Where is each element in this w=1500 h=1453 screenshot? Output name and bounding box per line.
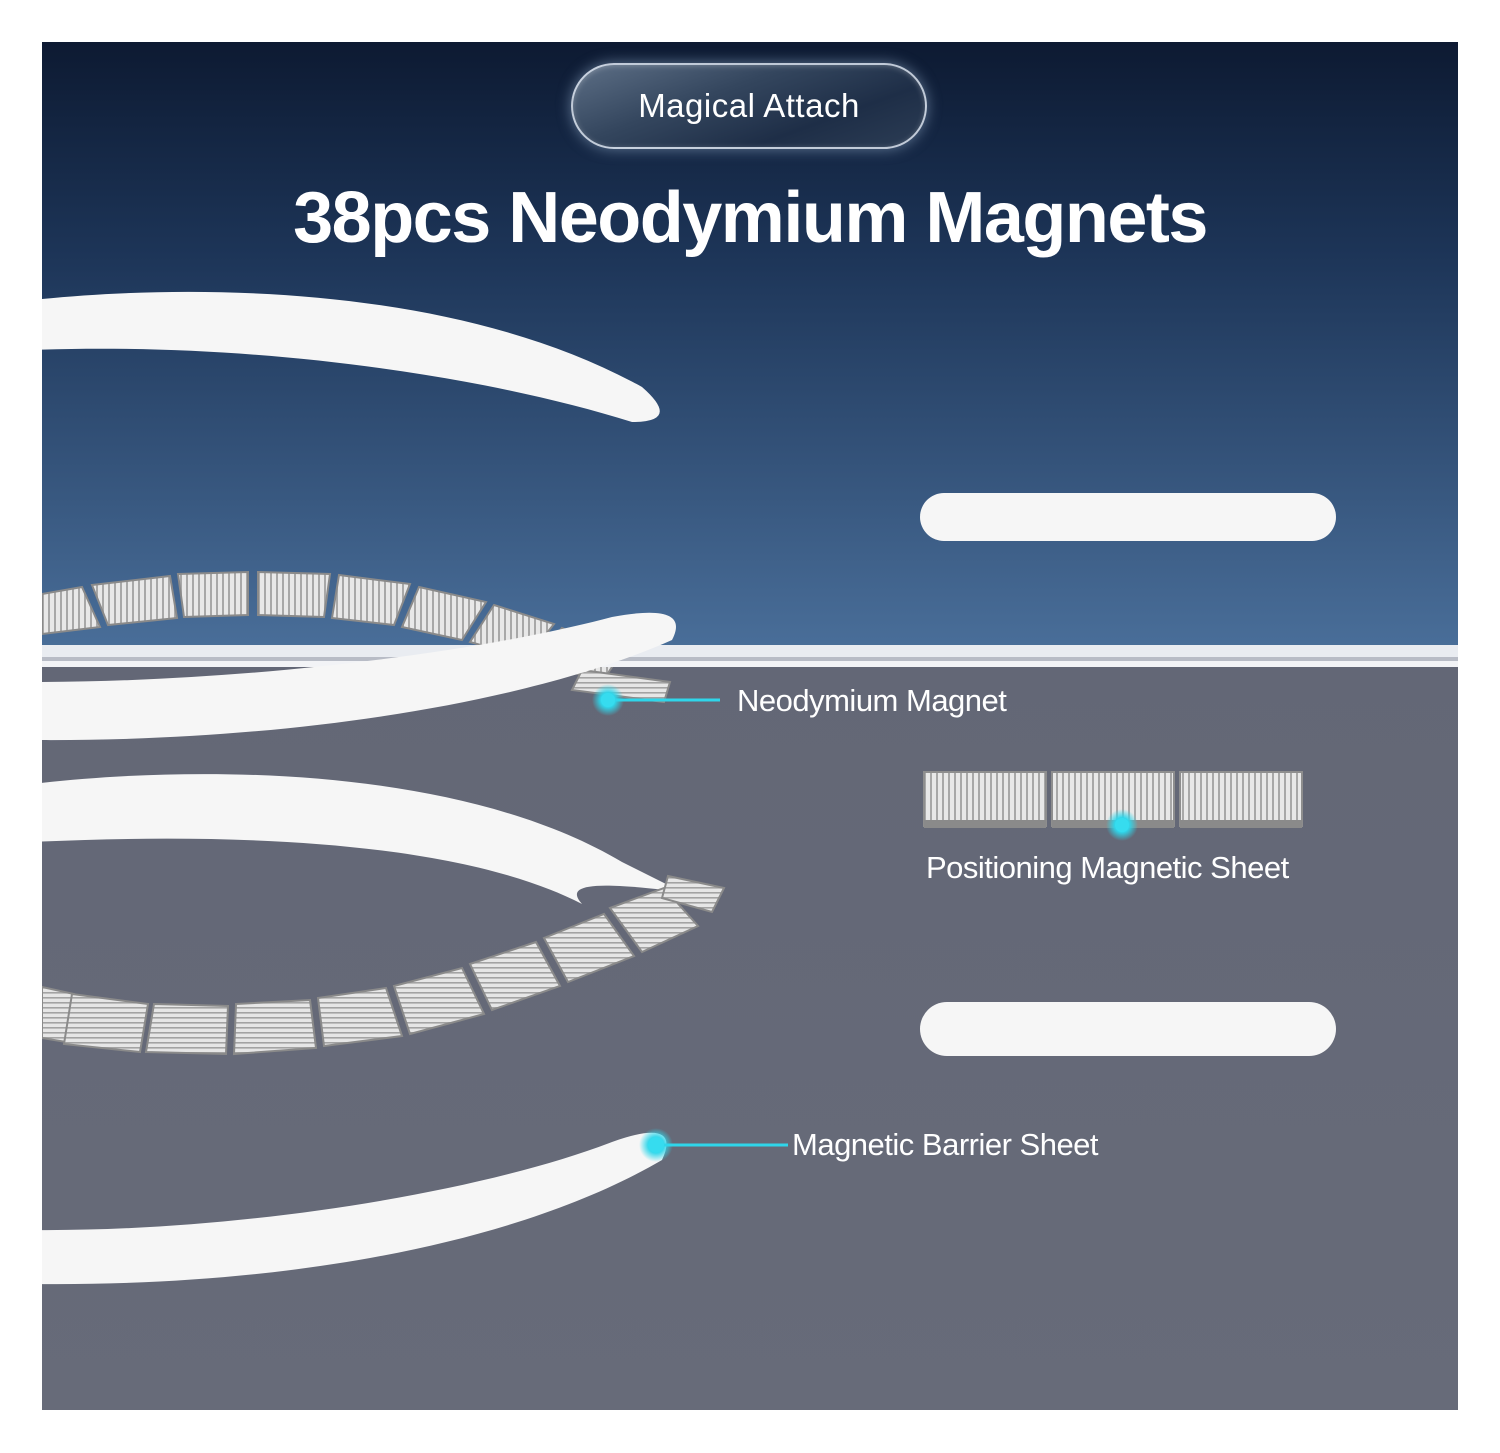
positioning-sheet-label: Positioning Magnetic Sheet [926,850,1289,885]
lower-ring-upper-arc [42,774,682,904]
top-ring-upper-arc [42,291,660,422]
lower-right-white-bar [920,1002,1336,1056]
upper-magnet-segments [42,570,672,704]
middle-ring-lower-arc [42,612,676,741]
upper-right-white-bar [920,493,1336,541]
barrier-ring-lower-arc [42,1132,667,1285]
case-plane-edge [42,645,1458,657]
neodymium-magnet-label: Neodymium Magnet [737,683,1007,718]
magical-attach-badge: Magical Attach [571,63,927,149]
barrier-sheet-label: Magnetic Barrier Sheet [792,1127,1099,1162]
page-title: 38pcs Neodymium Magnets [293,178,1208,258]
lower-magnet-segments [42,874,726,1056]
product-banner: Magical Attach 38pcs Neodymium Magnets N… [42,42,1458,1410]
